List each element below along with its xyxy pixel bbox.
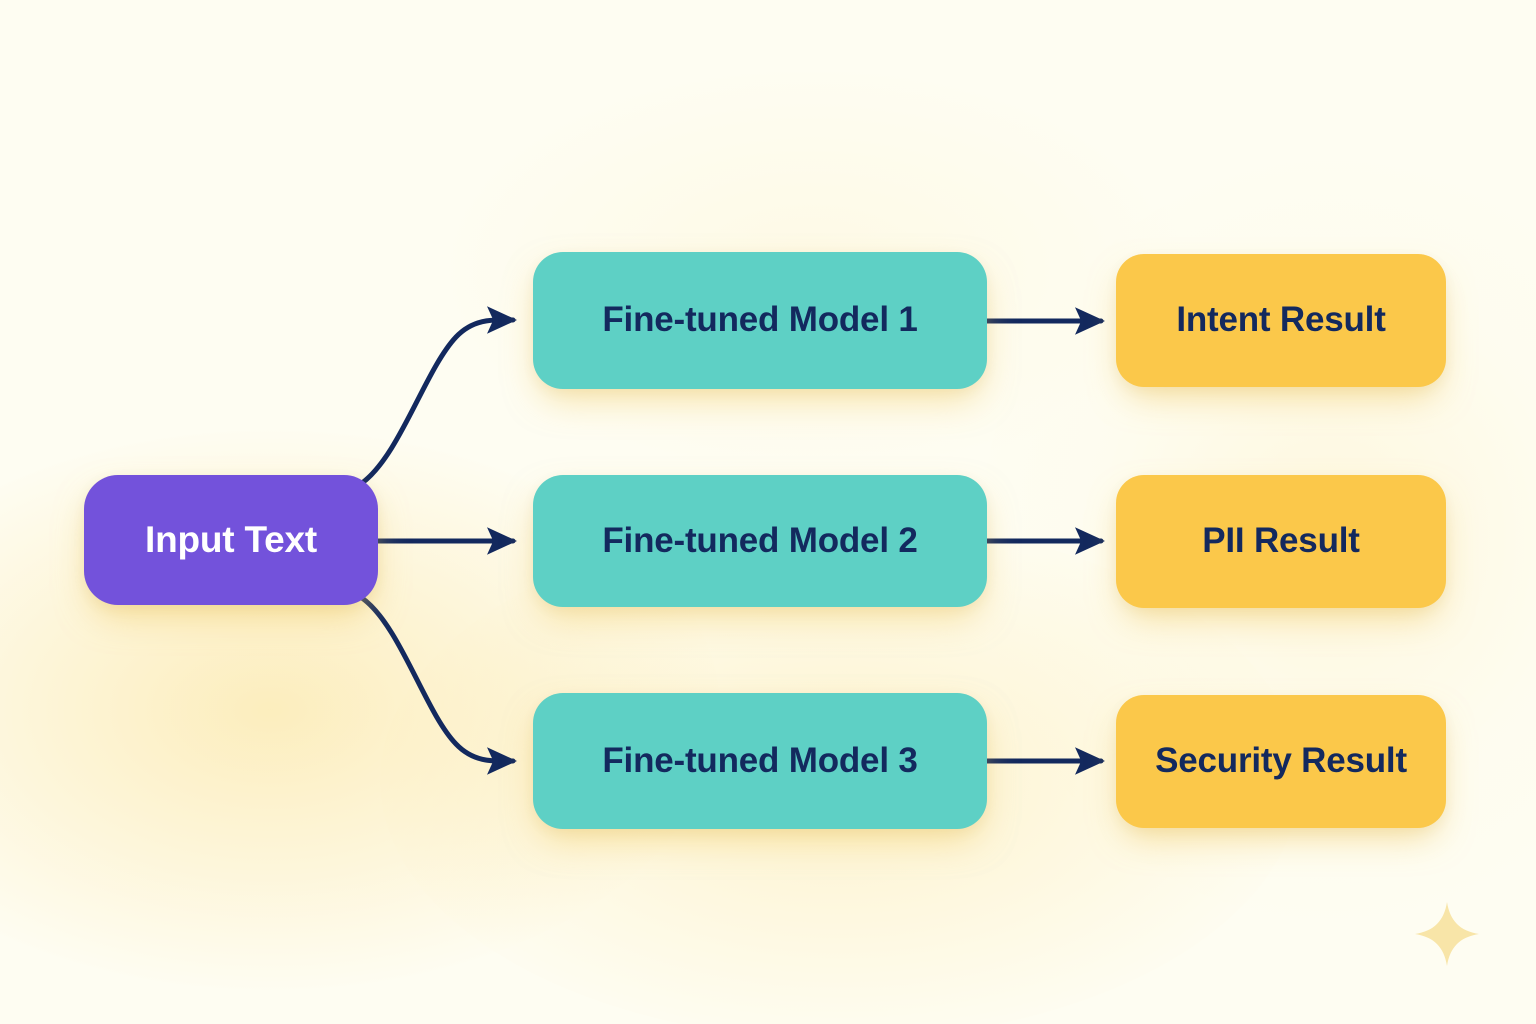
node-pii-result-label: PII Result bbox=[1202, 521, 1360, 561]
node-intent-result[interactable]: Intent Result bbox=[1116, 254, 1446, 387]
node-fine-tuned-model-2[interactable]: Fine-tuned Model 2 bbox=[533, 475, 987, 607]
node-fine-tuned-model-3-label: Fine-tuned Model 3 bbox=[602, 740, 918, 780]
node-fine-tuned-model-1-label: Fine-tuned Model 1 bbox=[602, 300, 918, 340]
node-pii-result[interactable]: PII Result bbox=[1116, 475, 1446, 608]
node-intent-result-label: Intent Result bbox=[1176, 300, 1386, 340]
node-security-result-label: Security Result bbox=[1155, 741, 1407, 781]
node-input-text-label: Input Text bbox=[144, 518, 318, 560]
edge-input-to-model3 bbox=[359, 595, 518, 775]
node-fine-tuned-model-1[interactable]: Fine-tuned Model 1 bbox=[533, 252, 987, 389]
node-input-text[interactable]: Input Text bbox=[84, 475, 378, 605]
node-fine-tuned-model-3[interactable]: Fine-tuned Model 3 bbox=[533, 693, 987, 829]
sparkle-icon bbox=[1415, 902, 1479, 966]
node-fine-tuned-model-2-label: Fine-tuned Model 2 bbox=[602, 520, 918, 560]
edge-input-to-model1 bbox=[359, 306, 518, 486]
node-security-result[interactable]: Security Result bbox=[1116, 695, 1446, 828]
